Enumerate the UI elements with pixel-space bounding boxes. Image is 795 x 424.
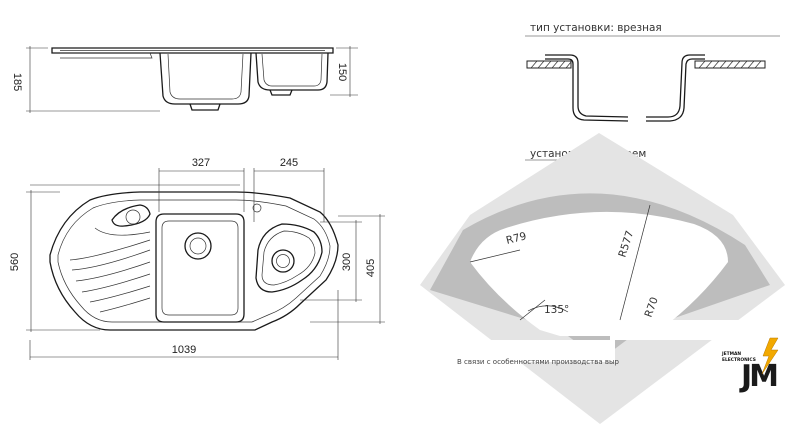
dim-300: 300 (341, 253, 353, 271)
lightning-icon (761, 337, 779, 375)
side-view: 185 150 (11, 46, 358, 113)
brand-logo: JETMAN ELECTRONICS JM (721, 337, 780, 394)
cutout-opening (470, 211, 728, 336)
install-type-label: тип установки: врезная (530, 22, 662, 34)
dim-245: 245 (280, 157, 298, 169)
top-view: 327 245 560 300 405 1039 (9, 157, 385, 360)
logo-mark: JM (739, 359, 777, 394)
radius-r79: R79 (505, 230, 528, 247)
cutout-section: установочный проем R79 R577 R70 135° В с… (420, 133, 795, 424)
dim-560: 560 (9, 253, 21, 271)
dim-405: 405 (365, 259, 377, 277)
production-note: В связи с особенностями производства выр (457, 358, 619, 366)
dim-150: 150 (336, 63, 348, 81)
dim-1039: 1039 (172, 344, 196, 356)
angle-135: 135° (544, 304, 569, 316)
dim-185: 185 (11, 73, 23, 91)
install-type-section: тип установки: врезная (525, 22, 780, 122)
logo-line1: JETMAN (721, 351, 741, 357)
dim-327: 327 (192, 157, 210, 169)
logo-line2: ELECTRONICS (722, 357, 756, 363)
